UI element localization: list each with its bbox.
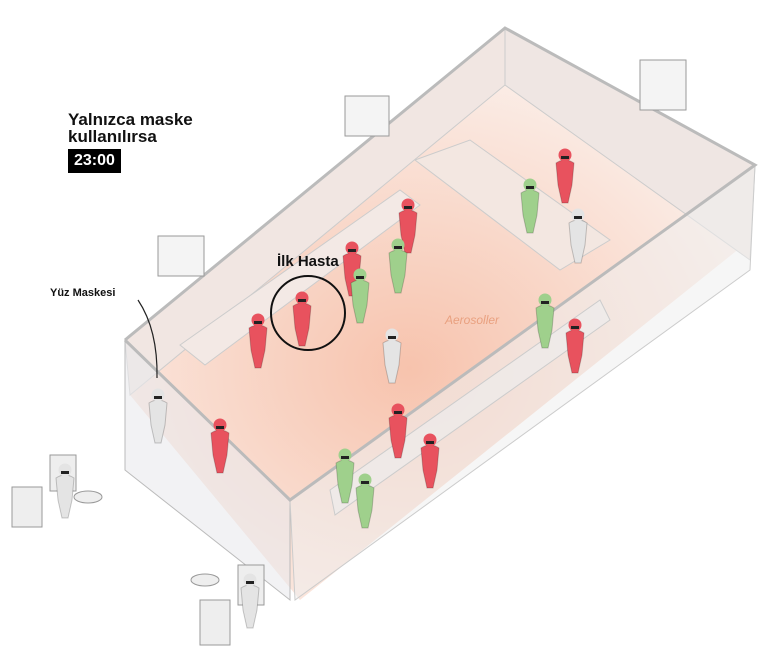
infected-person [555, 148, 575, 204]
healthy-person [355, 473, 375, 529]
masked-person [568, 208, 588, 264]
infected-person [388, 403, 408, 459]
aerosols-label: Aerosoller [445, 313, 500, 327]
infected-person [565, 318, 585, 374]
time-badge: 23:00 [68, 149, 121, 173]
masked-person [382, 328, 402, 384]
healthy-person [335, 448, 355, 504]
healthy-person [520, 178, 540, 234]
first-patient-label: İlk Hasta [277, 253, 339, 270]
infected-person [210, 418, 230, 474]
ac-units [157, 59, 687, 277]
floor [130, 85, 750, 600]
healthy-person [388, 238, 408, 294]
infected-person [398, 198, 418, 254]
title-line-1: Yalnızca maske [68, 110, 193, 129]
healthy-person [535, 293, 555, 349]
bar-counter [413, 139, 611, 271]
face-mask-label: Yüz Maskesi [50, 287, 116, 299]
face-mask-pointer [137, 299, 158, 379]
front-counter [329, 299, 611, 516]
healthy-person [350, 268, 370, 324]
first-patient-circle [270, 275, 346, 351]
masked-person [55, 463, 75, 519]
masked-person [148, 388, 168, 444]
infected-person [248, 313, 268, 369]
scenario-title: Yalnızca maske kullanılırsa [68, 111, 193, 145]
infected-person [420, 433, 440, 489]
title-line-2: kullanılırsa [68, 127, 157, 146]
masked-person [240, 573, 260, 629]
infected-person [292, 291, 312, 347]
